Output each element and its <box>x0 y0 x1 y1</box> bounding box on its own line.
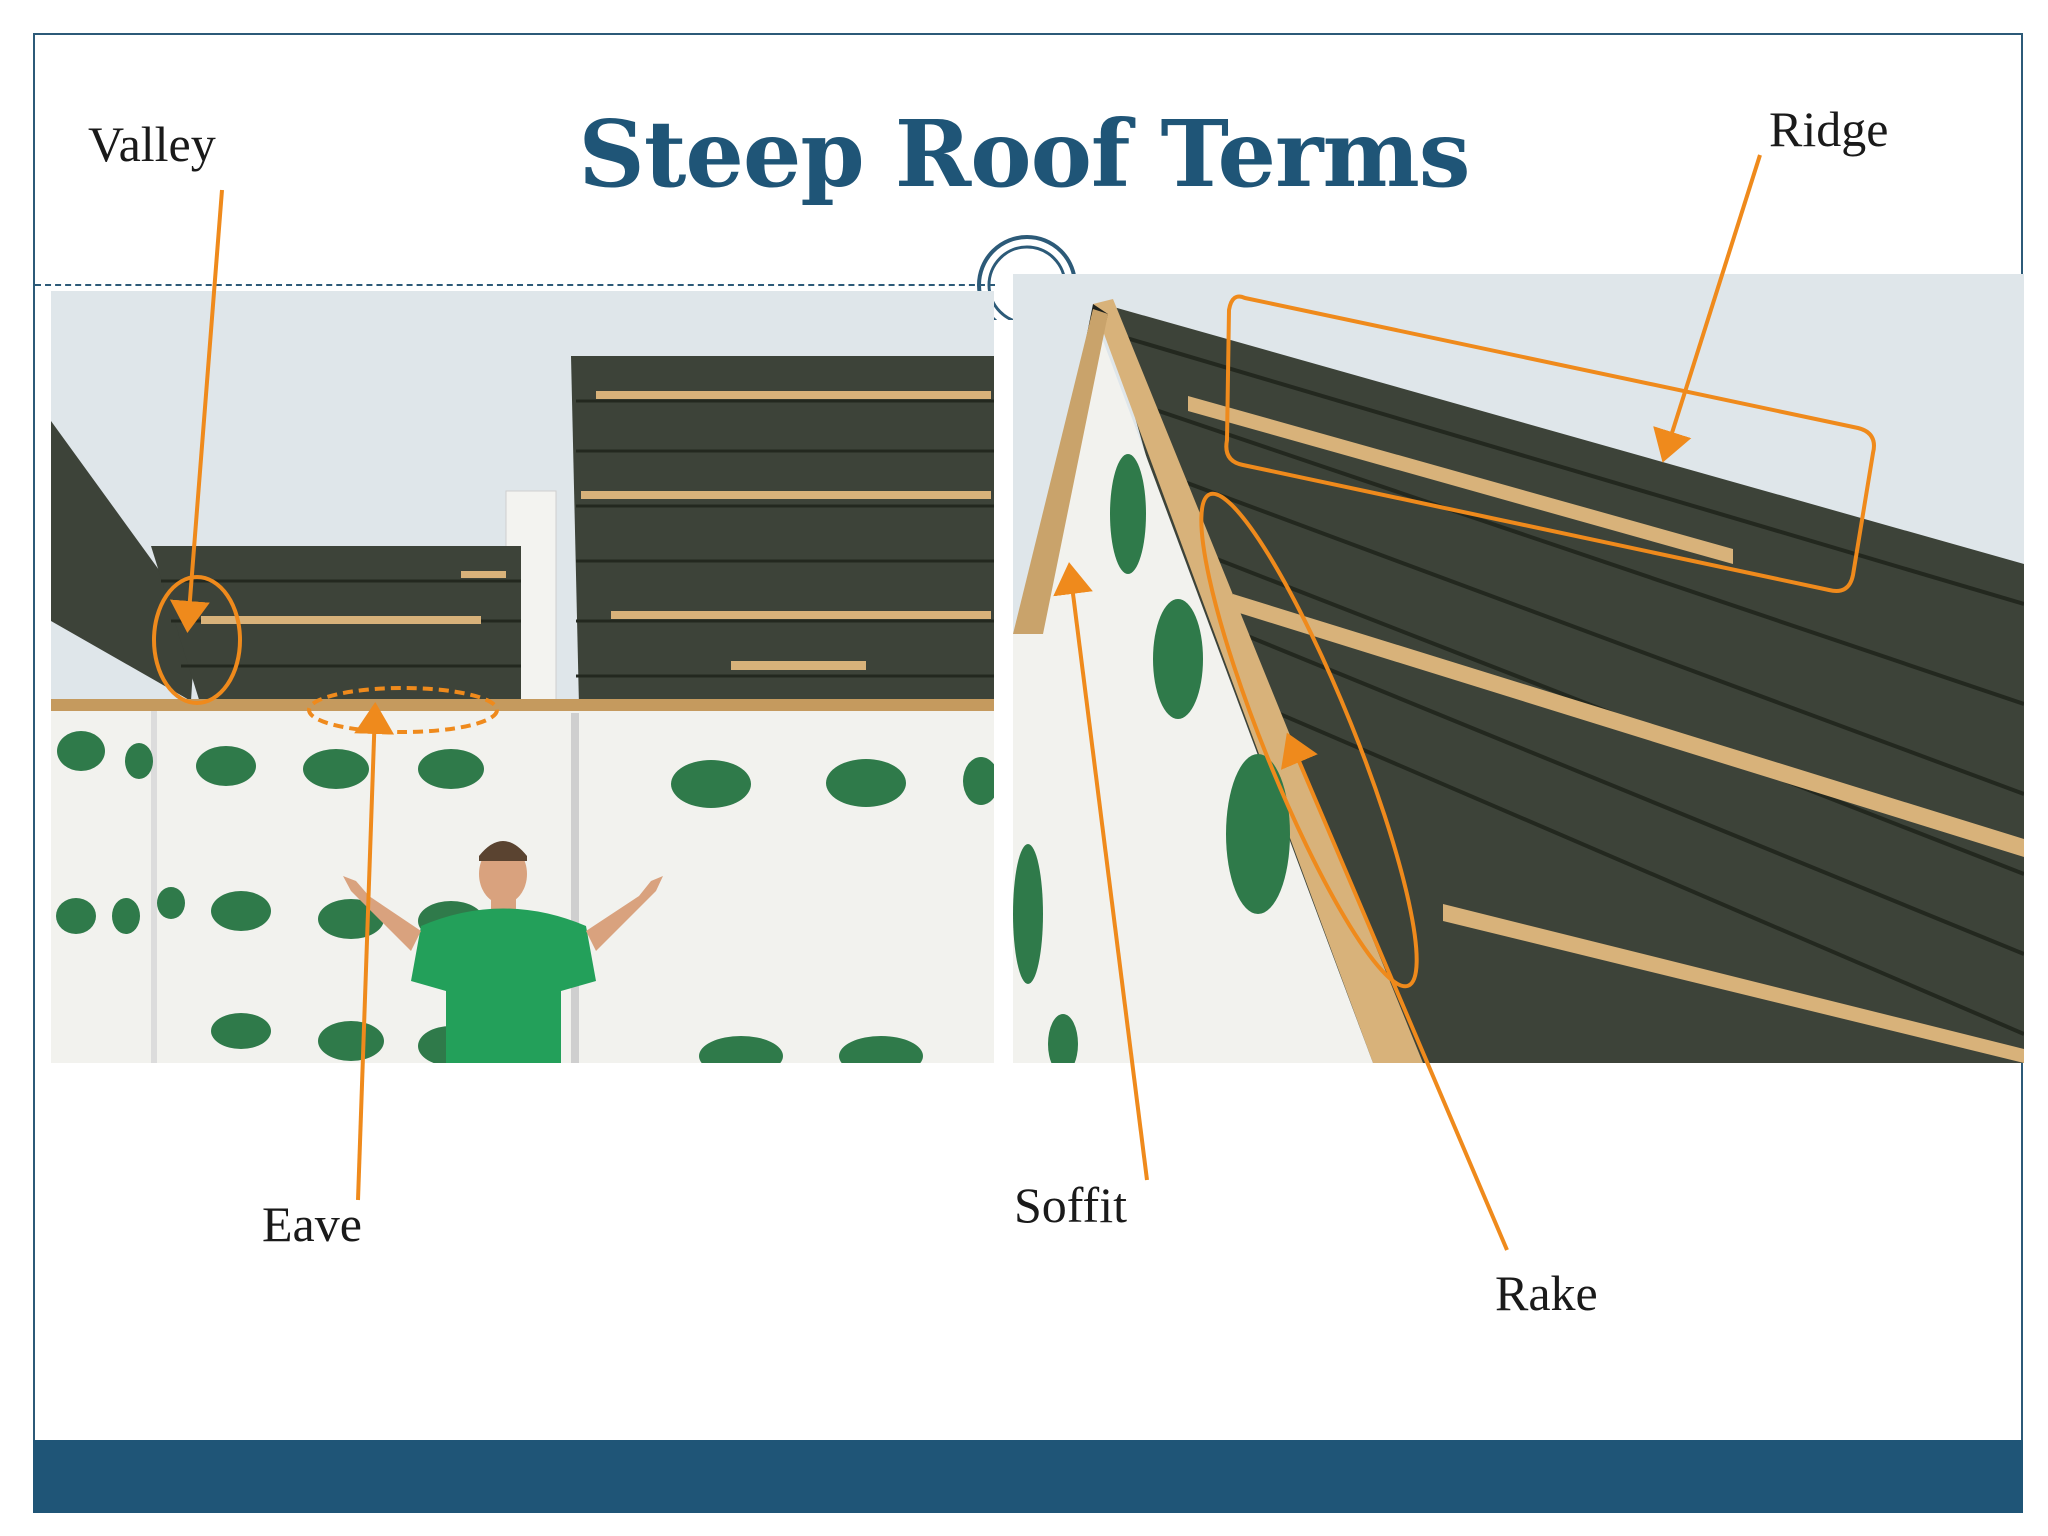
footer-bar <box>33 1440 2023 1513</box>
label-ridge: Ridge <box>1769 101 1889 157</box>
label-valley: Valley <box>88 116 216 172</box>
person-figure <box>343 841 663 1063</box>
label-eave: Eave <box>262 1196 362 1252</box>
photo-gable-roof <box>1013 274 2024 1063</box>
title-divider <box>35 284 995 286</box>
label-rake: Rake <box>1495 1265 1598 1321</box>
slide-title: Steep Roof Terms <box>578 100 1470 208</box>
photo-house-roof <box>51 291 994 1063</box>
label-soffit: Soffit <box>1014 1177 1127 1233</box>
